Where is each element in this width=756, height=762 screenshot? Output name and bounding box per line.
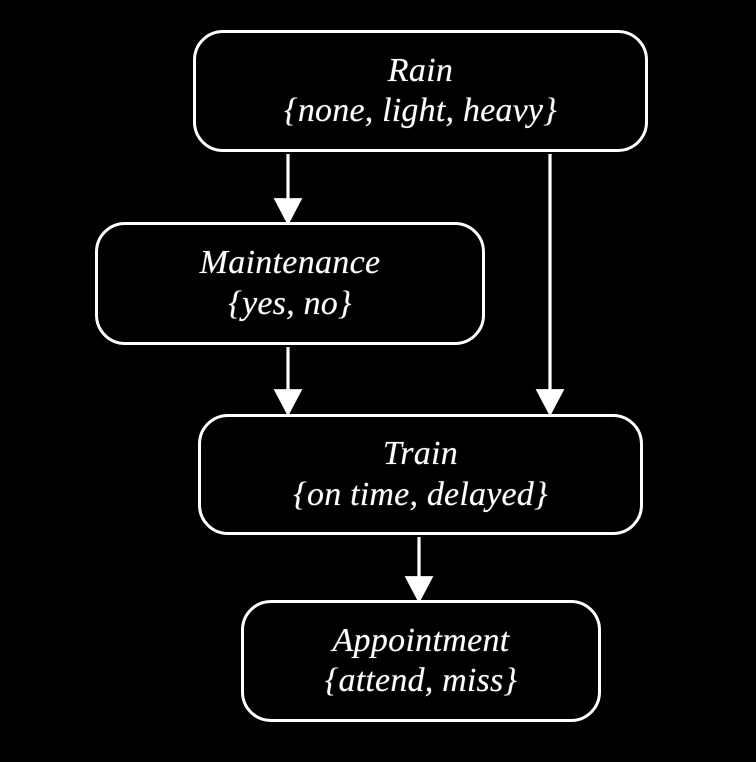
node-appointment-values: {attend, miss}	[324, 662, 518, 699]
node-rain-values: {none, light, heavy}	[284, 92, 557, 129]
node-rain[interactable]: Rain {none, light, heavy}	[193, 30, 648, 152]
node-maintenance[interactable]: Maintenance {yes, no}	[95, 222, 485, 345]
node-rain-title: Rain	[387, 51, 454, 89]
node-train-values: {on time, delayed}	[293, 475, 548, 513]
node-appointment[interactable]: Appointment {attend, miss}	[241, 600, 601, 722]
node-maintenance-title: Maintenance	[199, 244, 381, 282]
node-appointment-title: Appointment	[332, 621, 510, 659]
node-maintenance-values: {yes, no}	[228, 284, 352, 322]
node-train[interactable]: Train {on time, delayed}	[198, 414, 643, 535]
node-train-title: Train	[382, 435, 459, 473]
